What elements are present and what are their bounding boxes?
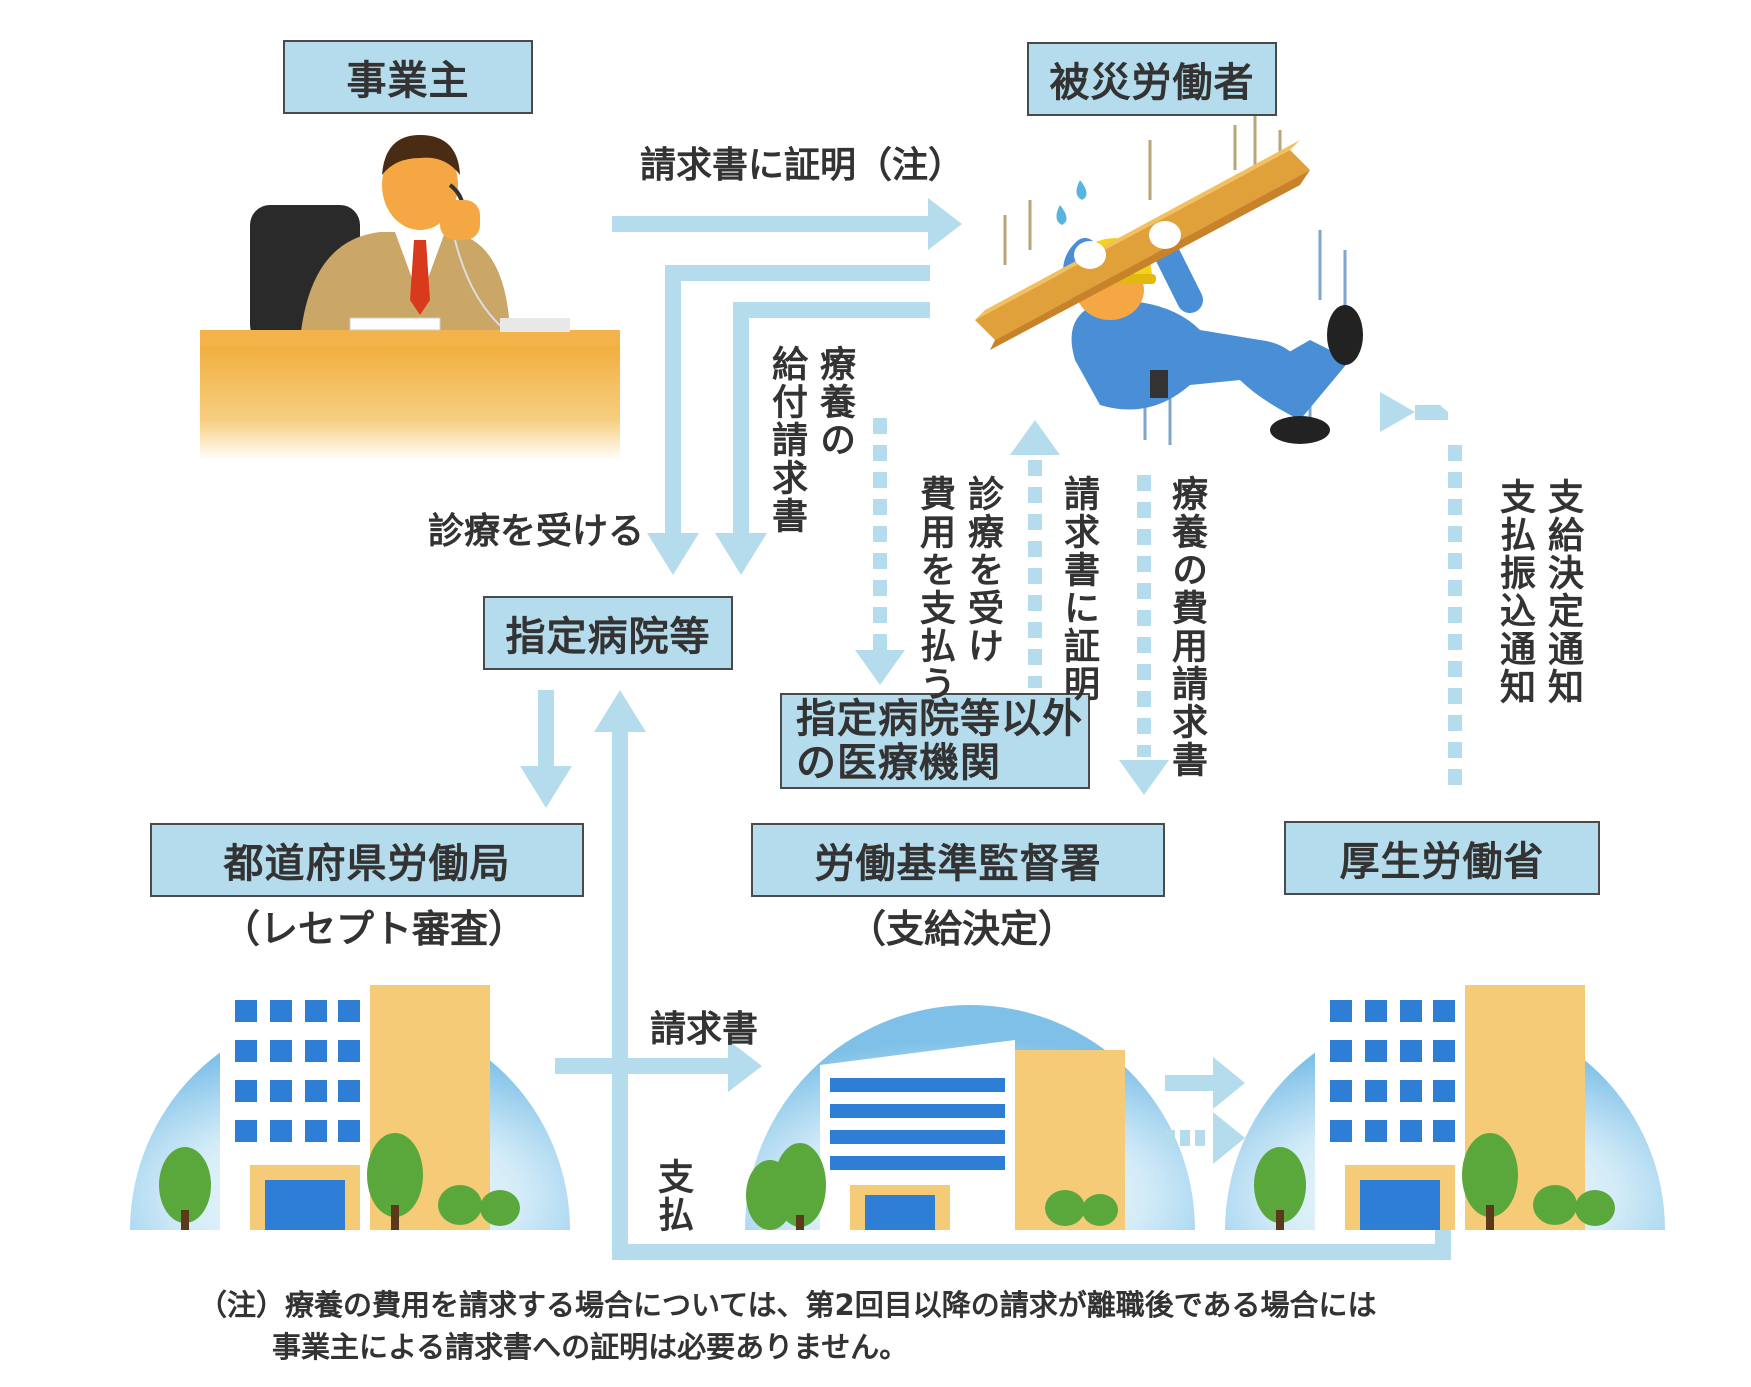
label-medical-benefit-claim: 療養の給付請求書 [766,345,855,535]
hospital-box: 指定病院等 [483,596,733,670]
prefectural-bureau-building [130,975,570,1230]
footnote-line1: （注）療養の費用を請求する場合については、第2回目以降の請求が離職後である場合に… [198,1288,1377,1322]
label-payment-notice: 支給決定通知支払振込通知 [1494,478,1583,706]
arrow-medical-benefit-claim [715,302,930,575]
arrow-pay-cost [855,418,905,685]
arrow-payment-notice [1380,392,1462,785]
inspection-office-building [745,1005,1195,1230]
worker-box: 被災労働者 [1027,42,1277,116]
arrow-claim [555,1040,762,1092]
label-medical-cost-claim: 療養の費用請求書 [1166,475,1207,779]
label-certify-claim: 請求書に証明 [1058,475,1099,703]
footnote-line2: 事業主による請求書への証明は必要ありません。 [272,1330,909,1364]
prefectural-bureau-box: 都道府県労働局 [150,823,584,897]
other-medical-line2: の医療機関 [796,740,1001,786]
employer-box: 事業主 [283,40,533,114]
arrow-hospital-to-bureau [520,690,572,808]
arrow-office-to-ministry-dotted [1165,1112,1245,1164]
arrow-receive-treatment [647,265,930,575]
other-medical-institution-box: 指定病院等以外 の医療機関 [780,693,1090,789]
arrow-office-to-ministry-solid [1165,1057,1245,1109]
arrow-certify-claim [1010,420,1060,688]
other-medical-line1: 指定病院等以外 [796,696,1083,742]
label-claim: 請求書 [650,1009,759,1050]
ministry-box: 厚生労働省 [1284,821,1600,895]
ministry-building [1225,985,1665,1230]
label-pay-cost: 診療を受け費用を支払う [914,475,1003,703]
inspection-office-box: 労働基準監督署 [751,823,1165,897]
label-payment: 支払 [652,1158,693,1234]
arrow-medical-cost-claim [1119,475,1169,795]
prefectural-bureau-sublabel: （レセプト審査） [222,907,527,951]
label-certify-claim-note: 請求書に証明（注） [640,145,965,186]
inspection-office-sublabel: （支給決定） [848,907,1077,951]
arrow-payment [594,690,1451,1260]
worker-illustration [975,115,1363,445]
arrow-certify-claim-note [612,198,962,250]
employer-illustration [200,135,620,460]
label-receive-treatment: 診療を受ける [428,511,645,552]
